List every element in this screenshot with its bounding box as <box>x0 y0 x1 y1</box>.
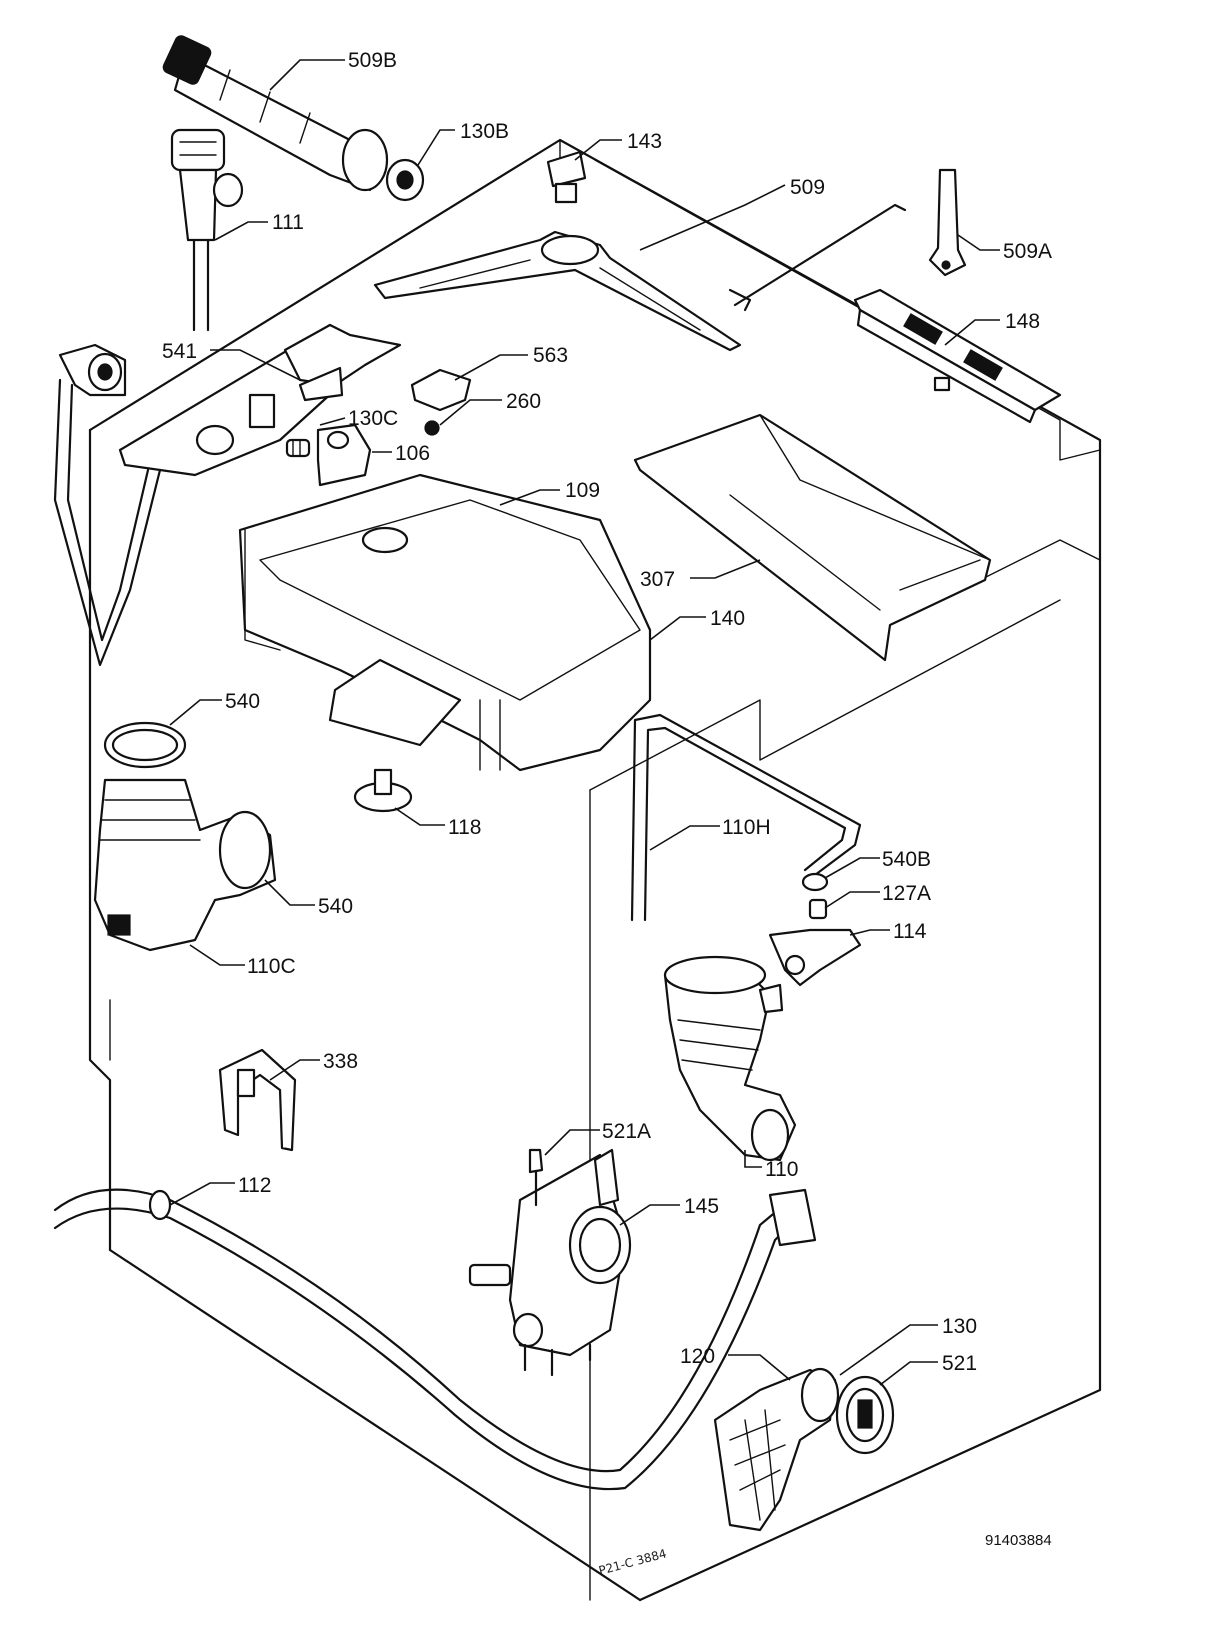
label-106: 106 <box>395 442 430 465</box>
label-540-upper: 540 <box>225 690 260 713</box>
drain-hose-112 <box>53 1188 817 1491</box>
label-307: 307 <box>640 568 675 591</box>
label-143: 143 <box>627 130 662 153</box>
label-563: 563 <box>533 344 568 367</box>
part-labels: 509B 130B 143 509 111 509A 148 541 563 2… <box>162 49 1052 1375</box>
label-148: 148 <box>1005 310 1040 333</box>
label-509a: 509A <box>1003 240 1052 263</box>
label-130: 130 <box>942 1315 977 1338</box>
label-338: 338 <box>323 1050 358 1073</box>
label-130b: 130B <box>460 120 509 143</box>
label-521a: 521A <box>602 1120 651 1143</box>
knob-143 <box>546 150 587 204</box>
clamp-540b <box>801 872 829 892</box>
pin-521a <box>528 1148 544 1207</box>
lever-509a <box>928 168 967 277</box>
label-120: 120 <box>680 1345 715 1368</box>
leader-lines <box>169 59 1000 1386</box>
spray-arm-509 <box>373 230 742 352</box>
label-112: 112 <box>238 1174 271 1197</box>
label-127a: 127A <box>882 882 931 905</box>
valve-114 <box>768 928 862 987</box>
label-130c: 130C <box>348 407 398 430</box>
label-509: 509 <box>790 176 825 199</box>
label-540b: 540B <box>882 848 931 871</box>
tube-110h <box>630 713 862 922</box>
bellows-hose-110 <box>663 955 797 1162</box>
cap-521 <box>835 1375 895 1455</box>
fitting-130c <box>285 438 311 458</box>
sump-hose-110c <box>93 778 277 952</box>
label-540-lower: 540 <box>318 895 353 918</box>
inlet-hose-left <box>53 343 162 667</box>
pump-145 <box>468 1148 632 1377</box>
drawing-code: 91403884 <box>985 1532 1052 1549</box>
clip-338 <box>218 1048 297 1152</box>
label-110: 110 <box>765 1158 798 1181</box>
bracket-541 <box>118 323 402 477</box>
inlet-tube-509b <box>162 35 425 202</box>
filter-120 <box>713 1367 840 1532</box>
inlet-elbow-111 <box>170 128 244 332</box>
drawer-handle-148 <box>853 288 1062 424</box>
drawer-307 <box>633 413 992 662</box>
label-109: 109 <box>565 479 600 502</box>
pulley-118 <box>353 768 413 813</box>
label-509b: 509B <box>348 49 397 72</box>
label-521: 521 <box>942 1352 977 1375</box>
handwritten-note: P21-C 3884 <box>597 1546 668 1578</box>
label-114: 114 <box>893 920 927 943</box>
label-110c: 110C <box>247 955 296 978</box>
clip-106 <box>316 423 372 487</box>
label-140: 140 <box>710 607 745 630</box>
label-541: 541 <box>162 340 197 363</box>
label-111: 111 <box>272 211 304 234</box>
clamp-540-upper <box>103 721 187 769</box>
label-118: 118 <box>448 816 481 839</box>
nozzle-127a <box>808 898 828 920</box>
label-260: 260 <box>506 390 541 413</box>
label-110h: 110H <box>722 816 771 839</box>
rod-509 <box>728 203 907 312</box>
label-145: 145 <box>684 1195 719 1218</box>
dispenser-housing-109 <box>238 473 652 772</box>
spring-260 <box>424 420 440 436</box>
